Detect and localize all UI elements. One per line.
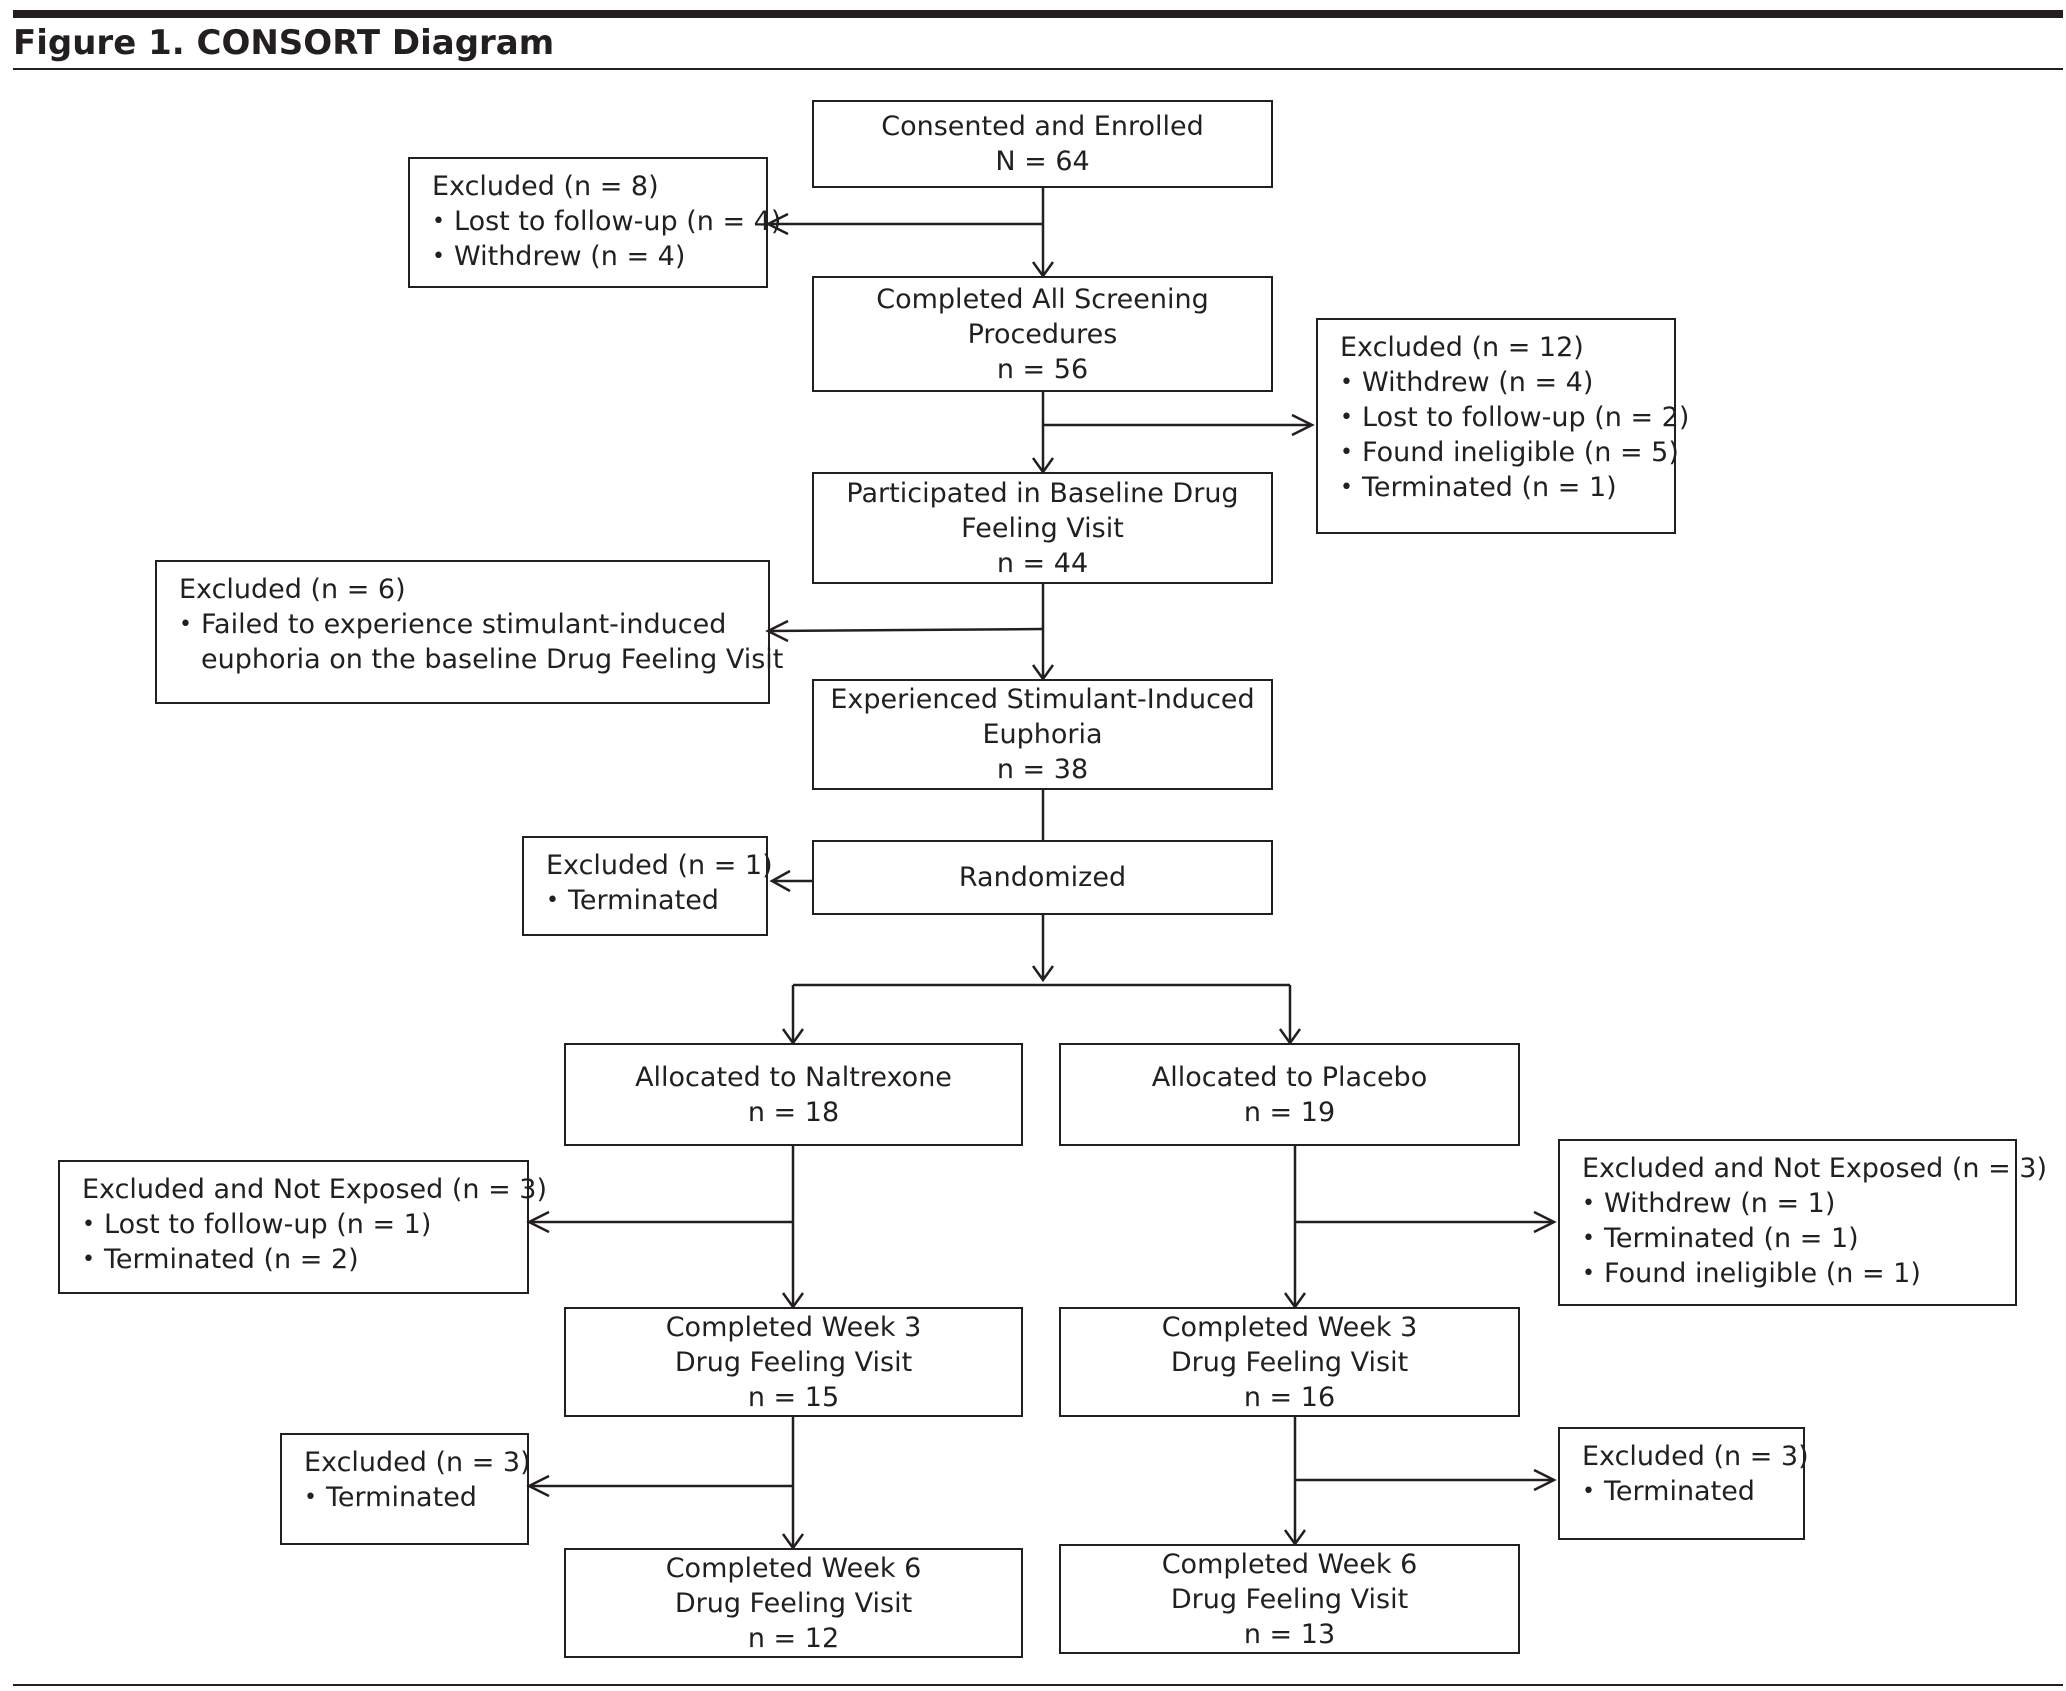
exclusion-item: Found ineligible (n = 1): [1582, 1256, 1995, 1291]
node-randomized: Randomized: [812, 840, 1273, 915]
top-rule: [13, 10, 2063, 18]
exclusion-item: Terminated: [546, 883, 746, 918]
exclusion-heading: Excluded (n = 3): [1582, 1441, 1809, 1472]
exclusion-heading: Excluded (n = 6): [179, 574, 406, 605]
exclusion-item: Failed to experience stimulant-induced e…: [179, 607, 783, 677]
exclusion-box-placebo-allocation: Excluded and Not Exposed (n = 3) Withdre…: [1558, 1139, 2047, 1306]
exclusion-heading: Excluded (n = 12): [1340, 332, 1584, 363]
exclusion-item: Lost to follow-up (n = 2): [1340, 400, 1689, 435]
exclusion-heading: Excluded and Not Exposed (n = 3): [1582, 1153, 2047, 1184]
exclusion-box-placebo-week3: Excluded (n = 3) Terminated: [1558, 1427, 1809, 1540]
bottom-rule: [13, 1684, 2063, 1686]
exclusion-heading: Excluded and Not Exposed (n = 3): [82, 1174, 547, 1205]
exclusion-item: Terminated (n = 1): [1340, 470, 1654, 505]
exclusion-box-naltrexone-allocation: Excluded and Not Exposed (n = 3) Lost to…: [58, 1160, 547, 1294]
exclusion-heading: Excluded (n = 1): [546, 850, 773, 881]
exclusion-box-randomization: Excluded (n = 1) Terminated: [522, 836, 773, 936]
exclusion-heading: Excluded (n = 8): [432, 171, 659, 202]
exclusion-item: Found ineligible (n = 5): [1340, 435, 1679, 470]
exclusion-box-naltrexone-week3: Excluded (n = 3) Terminated: [280, 1433, 531, 1545]
figure-title: Figure 1. CONSORT Diagram: [13, 23, 555, 63]
exclusion-item: Withdrew (n = 1): [1582, 1186, 1995, 1221]
exclusion-item: Lost to follow-up (n = 1): [82, 1207, 507, 1242]
exclusion-box-screening: Excluded (n = 12) Withdrew (n = 4) Lost …: [1316, 318, 1689, 534]
exclusion-box-enrollment: Excluded (n = 8) Lost to follow-up (n = …: [408, 157, 781, 288]
exclusion-item: Withdrew (n = 4): [1340, 365, 1654, 400]
exclusion-box-baseline: Excluded (n = 6) Failed to experience st…: [155, 560, 783, 704]
title-rule: [13, 68, 2063, 70]
exclusion-heading: Excluded (n = 3): [304, 1447, 531, 1478]
exclusion-item: Terminated (n = 2): [82, 1242, 507, 1277]
exclusion-item: Terminated: [304, 1480, 507, 1515]
exclusion-item: Terminated: [1582, 1474, 1783, 1509]
exclusion-item: Withdrew (n = 4): [432, 239, 746, 274]
exclusion-item: Lost to follow-up (n = 4): [432, 204, 781, 239]
exclusion-item: Terminated (n = 1): [1582, 1221, 1995, 1256]
